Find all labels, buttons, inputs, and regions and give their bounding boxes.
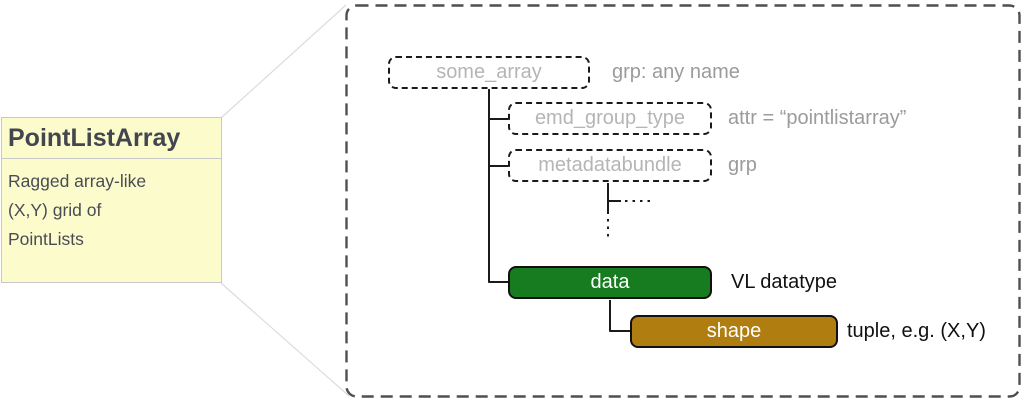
callout-line-bottom — [220, 282, 350, 397]
card-description: Ragged array-like (X,Y) grid of PointLis… — [2, 159, 221, 254]
annotation-some-array: grp: any name — [612, 61, 740, 83]
card-title: PointListArray — [2, 118, 221, 159]
node-shape: shape — [630, 315, 838, 348]
detail-frame-border — [345, 4, 1021, 398]
pointlistarray-card: PointListArray Ragged array-like (X,Y) g… — [1, 117, 222, 283]
node-some-array-label: some_array — [436, 61, 542, 83]
card-description-line: Ragged array-like — [8, 171, 147, 191]
card-description-line: (X,Y) grid of — [8, 200, 102, 220]
callout-line-top — [220, 4, 347, 119]
annotation-emd-group-type: attr = “pointlistarray” — [728, 107, 907, 129]
node-data-label: data — [590, 271, 630, 293]
node-shape-label: shape — [706, 320, 762, 342]
annotation-shape: tuple, e.g. (X,Y) — [847, 320, 986, 342]
node-emd-group-type-label: emd_group_type — [534, 107, 686, 129]
data-to-shape-connector — [609, 300, 631, 332]
annotation-metadatabundle: grp — [728, 154, 757, 176]
node-emd-group-type: emd_group_type — [508, 102, 712, 135]
node-data: data — [508, 266, 712, 299]
trunk-to-data-connector — [488, 89, 508, 283]
node-metadatabundle-label: metadatabundle — [538, 154, 682, 176]
card-description-line: PointLists — [8, 229, 84, 249]
annotation-data: VL datatype — [731, 271, 838, 293]
node-metadatabundle: metadatabundle — [508, 149, 712, 182]
node-some-array: some_array — [388, 56, 590, 89]
